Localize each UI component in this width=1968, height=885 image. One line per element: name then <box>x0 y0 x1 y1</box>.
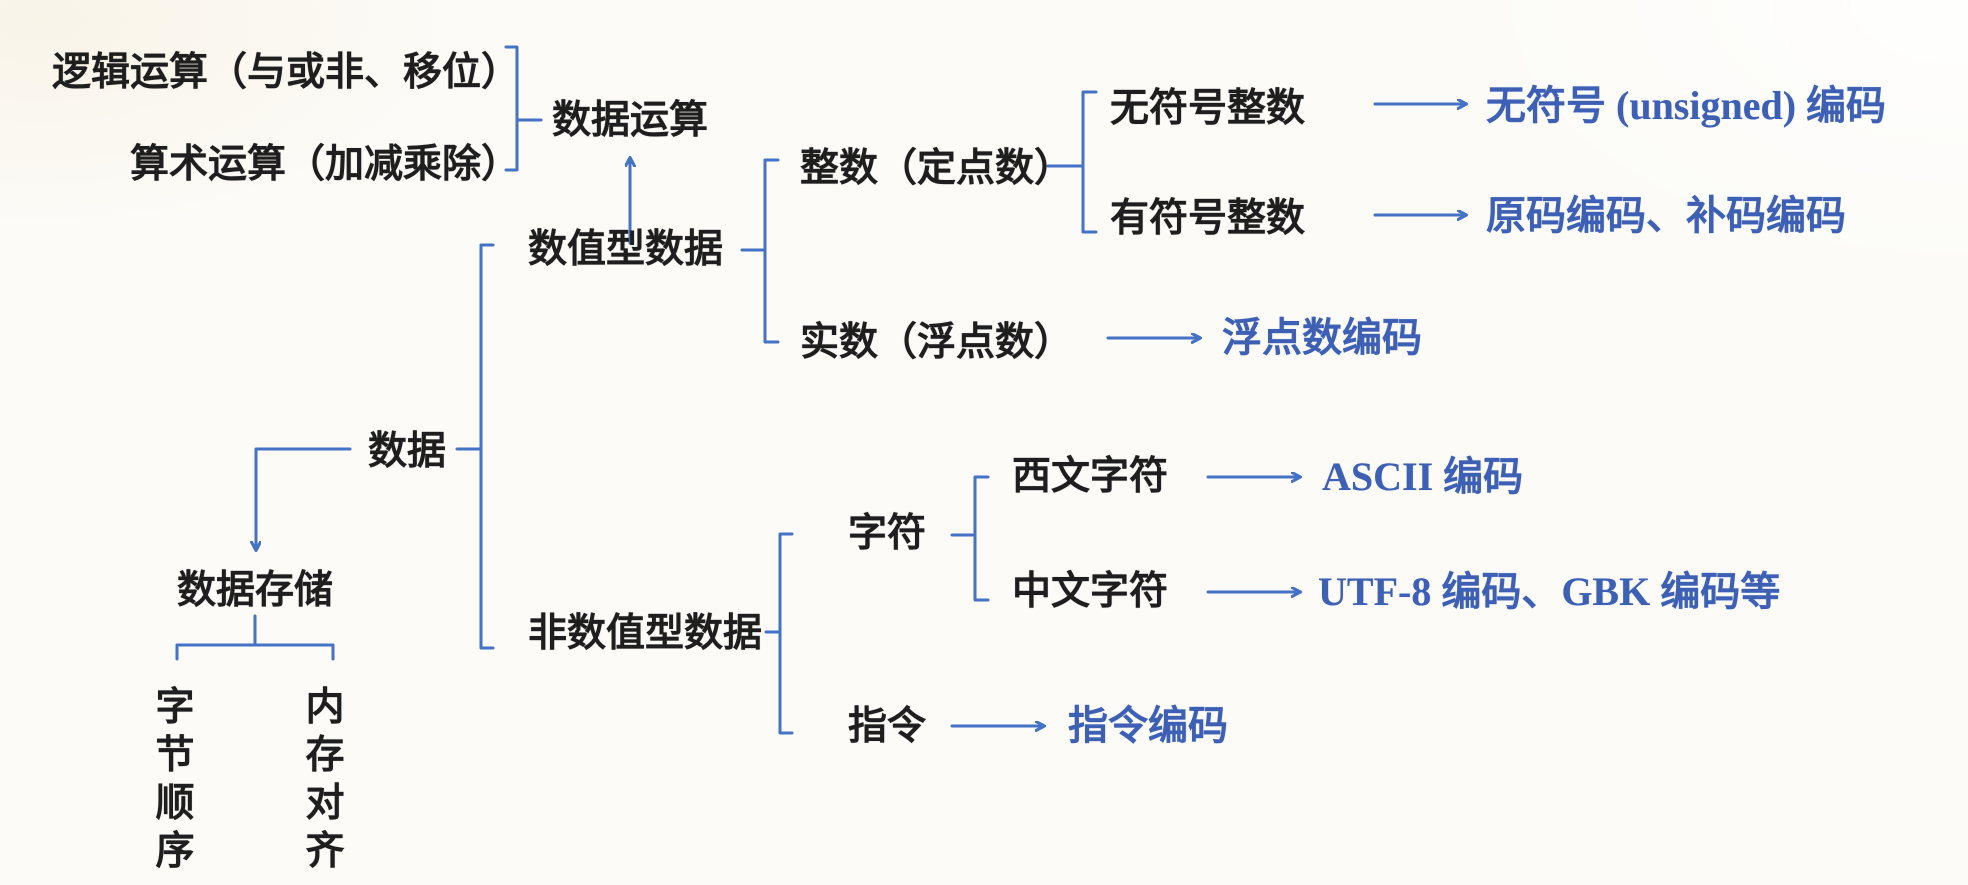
node-western-characters: 西文字符 <box>1012 455 1169 498</box>
bracket-data-root <box>479 243 495 650</box>
node-data-storage: 数据存储 <box>177 569 334 612</box>
brace-storage-bar <box>175 643 335 661</box>
arrow-data-to-storage <box>256 447 352 550</box>
term-ascii-encoding: ASCII 编码 <box>1322 454 1524 499</box>
node-signed-integer: 有符号整数 <box>1110 197 1306 240</box>
term-unsigned-encoding: 无符号 (unsigned) 编码 <box>1486 83 1887 128</box>
node-numeric-data: 数值型数据 <box>528 228 724 271</box>
node-characters: 字符 <box>848 512 927 555</box>
term-utf8-gbk-encoding: UTF-8 编码、GBK 编码等 <box>1318 569 1781 614</box>
node-unsigned-integer: 无符号整数 <box>1110 87 1306 130</box>
node-chinese-characters: 中文字符 <box>1012 570 1169 613</box>
term-instruction-encoding: 指令编码 <box>1068 703 1228 748</box>
node-memory-alignment: 内存对齐 <box>305 686 345 873</box>
node-real-floating-point: 实数（浮点数） <box>800 321 1074 364</box>
node-integer-fixed-point: 整数（定点数） <box>800 147 1074 190</box>
node-non-numeric-data: 非数值型数据 <box>528 612 763 655</box>
bracket-non-numeric-children <box>778 532 794 735</box>
node-byte-order: 字节顺序 <box>155 686 195 873</box>
node-instructions: 指令 <box>848 705 927 748</box>
term-sign-magnitude-complement-encoding: 原码编码、补码编码 <box>1486 193 1846 238</box>
node-arithmetic-ops: 算术运算（加减乘除） <box>130 143 521 186</box>
node-logical-ops: 逻辑运算（与或非、移位） <box>52 51 521 94</box>
bracket-numeric-children <box>763 158 780 344</box>
node-data-root: 数据 <box>368 430 447 473</box>
term-floating-point-encoding: 浮点数编码 <box>1222 315 1422 360</box>
node-data-operations: 数据运算 <box>552 99 709 142</box>
bracket-characters-children <box>973 475 990 602</box>
bracket-integer-children <box>1081 90 1098 234</box>
